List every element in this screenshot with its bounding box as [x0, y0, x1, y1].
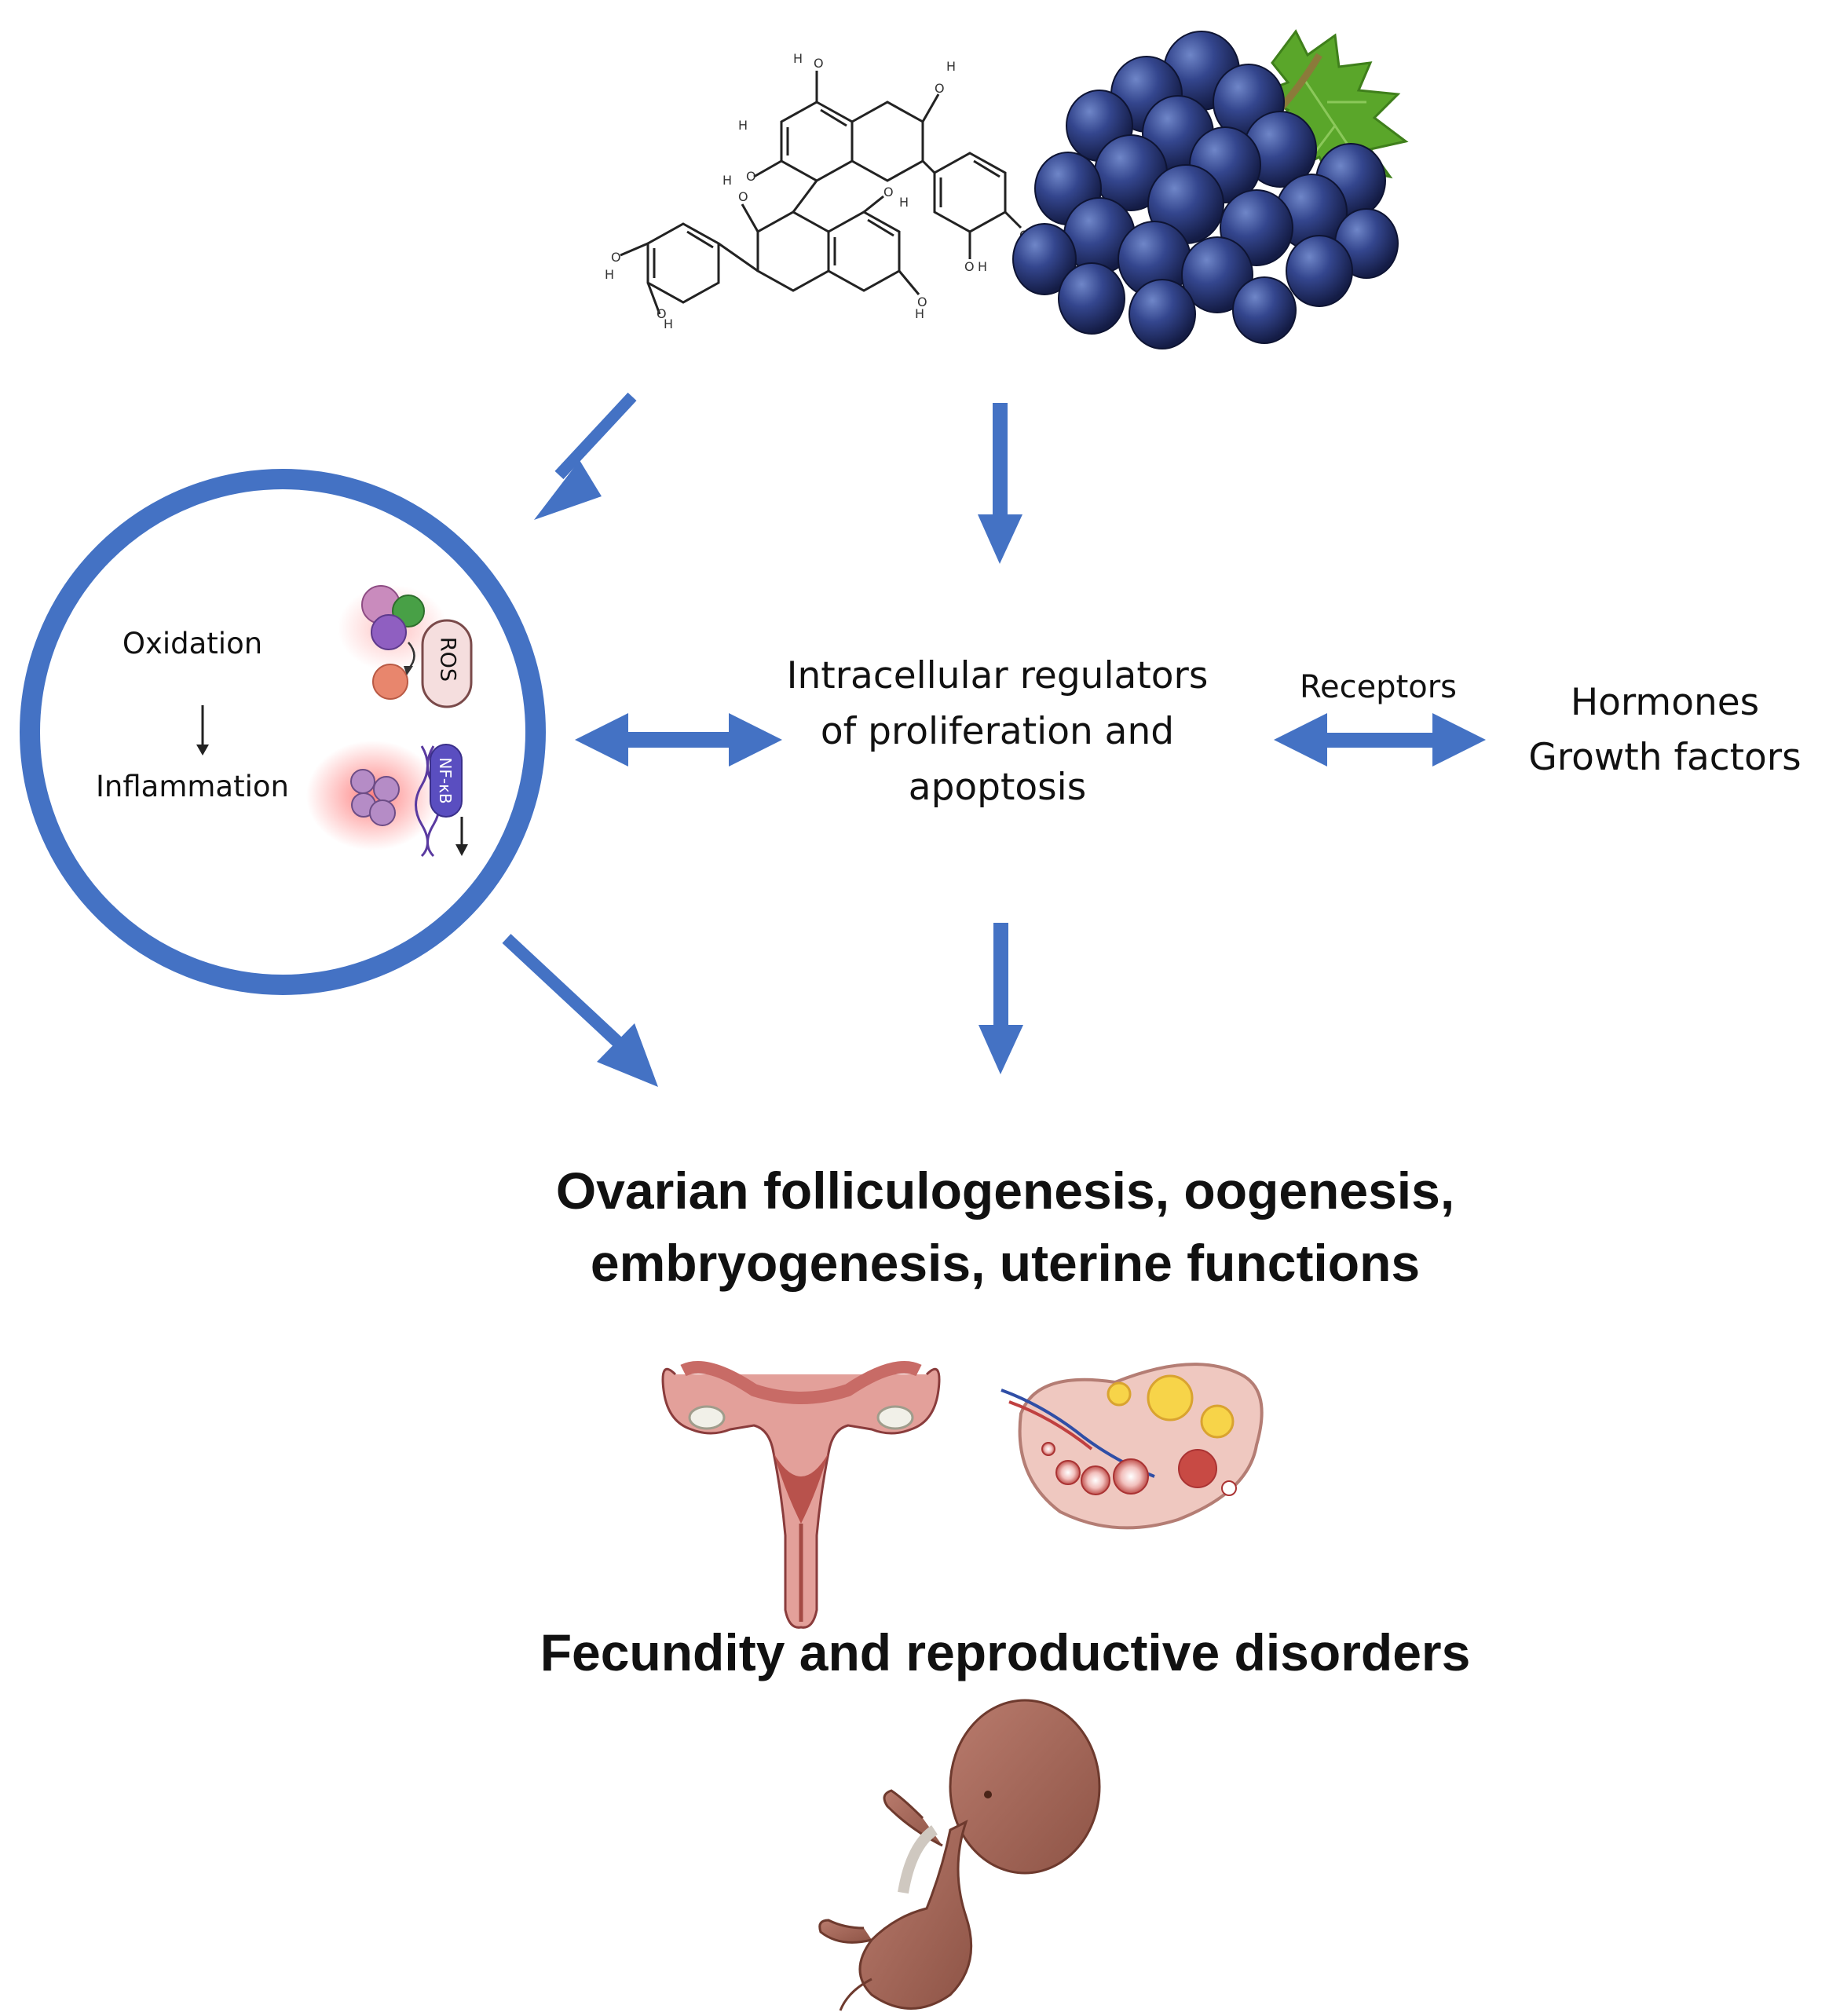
nfkb-dna-icon [415, 744, 468, 858]
atom-label: O [917, 295, 927, 309]
oxidation-to-inflammation-arrow [196, 705, 209, 756]
arrow-circle-regulators [575, 713, 782, 767]
uterus-icon [661, 1360, 941, 1629]
grapes-icon [1012, 29, 1409, 349]
atom-label: H [664, 316, 673, 331]
arrow-circle-to-heading [502, 934, 658, 1087]
atom-label: O [814, 56, 824, 71]
atom-label: H [915, 306, 924, 321]
atom-label: O [935, 81, 945, 96]
heading-fecundity: Fecundity and reproductive disorders [540, 1623, 1471, 1681]
oxidation-label: Oxidation [122, 627, 263, 660]
procyanidin-molecule-icon [620, 71, 1022, 315]
hormones-label: Hormones [1570, 681, 1760, 724]
nfkb-label: NF-κB [436, 757, 455, 804]
atom-label: O [738, 189, 748, 204]
arrow-grapes-to-regulators [978, 403, 1022, 564]
ovary-icon [1000, 1363, 1264, 1530]
intracellular-regulators-text: Intracellular regulators of proliferatio… [738, 648, 1257, 815]
heading-ovarian-functions: Ovarian folliculogenesis, oogenesis, emb… [440, 1154, 1571, 1299]
molecule-atom-labels: H O H O H O H O H O H O H O H O H O H O [605, 51, 1042, 331]
ros-label: ROS [435, 636, 460, 682]
hormones-growth-factors-text: Hormones Growth factors [1492, 675, 1838, 785]
atom-label: O [611, 250, 621, 265]
atom-label: O [746, 169, 756, 184]
atom-label: H [722, 173, 732, 188]
atom-label: H [978, 259, 987, 274]
receptors-label: Receptors [1299, 669, 1458, 705]
inflammation-cells-icon [306, 741, 440, 851]
immune-cells-icon [338, 585, 473, 708]
atom-label: O [657, 306, 667, 321]
arrow-molecule-to-circle [534, 392, 637, 520]
atom-label: H [738, 118, 748, 133]
regulators-line-1: Intracellular regulators [786, 654, 1209, 697]
arrows [502, 392, 1486, 1087]
growth-factors-label: Growth factors [1528, 736, 1802, 779]
inflammation-label: Inflammation [96, 770, 289, 803]
atom-label: O [883, 185, 894, 199]
arrow-regulators-hormones [1274, 713, 1486, 767]
atom-label: H [605, 267, 614, 282]
regulators-line-2: of proliferation and [820, 710, 1175, 753]
oxidation-inflammation-circle [20, 469, 546, 995]
regulators-line-3: apoptosis [908, 766, 1087, 809]
atom-label: H [946, 59, 956, 74]
arrow-regulators-to-heading [979, 923, 1023, 1074]
heading-ovarian-line-1: Ovarian folliculogenesis, oogenesis, [555, 1162, 1455, 1220]
fetus-icon [818, 1699, 1101, 2011]
atom-label: O [964, 259, 975, 274]
atom-label: H [793, 51, 803, 66]
atom-label: H [899, 195, 909, 210]
heading-ovarian-line-2: embryogenesis, uterine functions [590, 1234, 1421, 1292]
